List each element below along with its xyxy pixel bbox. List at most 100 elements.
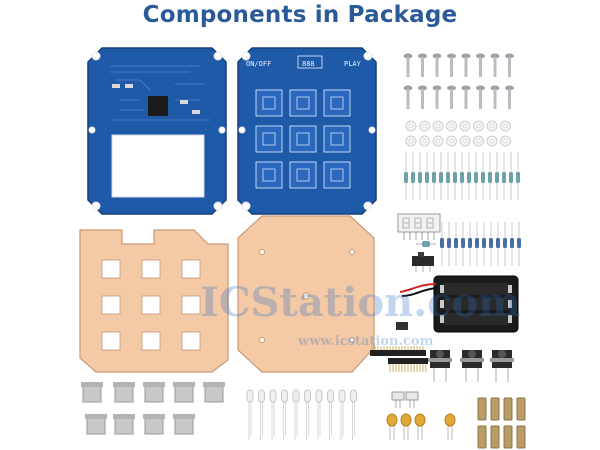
acrylic-hole xyxy=(181,331,201,351)
capacitor xyxy=(414,413,426,427)
resistor xyxy=(482,238,486,248)
acrylic-hole xyxy=(181,295,201,315)
pin-headers xyxy=(370,346,428,372)
resistor xyxy=(467,172,471,183)
resistor xyxy=(496,238,500,248)
standoff xyxy=(516,425,526,449)
pcb-power-label: ON/OFF xyxy=(246,60,271,68)
led xyxy=(338,389,346,403)
resistors-row-1 xyxy=(404,152,520,200)
standoff xyxy=(477,425,487,449)
acrylic-window-holes xyxy=(101,259,201,351)
resistor xyxy=(439,172,443,183)
screw xyxy=(447,53,456,59)
resistor xyxy=(425,172,429,183)
watermark: ICStation.com www.icstation.com xyxy=(200,279,521,349)
keypad-pad xyxy=(255,161,283,189)
resistor xyxy=(461,238,465,248)
resistor xyxy=(509,172,513,183)
acrylic-hole xyxy=(181,259,201,279)
standoff xyxy=(477,397,487,421)
keypad-pad xyxy=(323,125,351,153)
resistor xyxy=(481,172,485,183)
screw xyxy=(461,53,471,59)
capacitor xyxy=(400,413,412,427)
keypad-pad xyxy=(323,161,351,189)
led xyxy=(246,389,254,403)
display-footprint xyxy=(297,55,323,69)
led xyxy=(315,389,323,403)
screw xyxy=(432,85,442,91)
acrylic-hole xyxy=(101,331,121,351)
led xyxy=(350,389,357,403)
keypad-pad xyxy=(255,125,283,153)
standoff xyxy=(503,397,513,421)
slide-switch xyxy=(412,252,434,272)
keypad-pad xyxy=(255,89,283,117)
resistor xyxy=(468,238,472,248)
small-resistor xyxy=(416,241,436,247)
battery-holder xyxy=(399,275,519,333)
screw xyxy=(490,85,500,91)
microcontroller-chip xyxy=(148,96,168,116)
white-leds xyxy=(246,389,357,440)
resistors-row-2 xyxy=(440,222,521,266)
led xyxy=(269,389,277,403)
acrylic-hole xyxy=(141,259,161,279)
resistor xyxy=(510,238,514,248)
resistor xyxy=(418,172,422,183)
pcb-play-label: PLAY xyxy=(344,60,362,68)
resistor xyxy=(503,238,507,248)
resistor xyxy=(502,172,506,183)
screw xyxy=(490,53,500,59)
led xyxy=(292,389,300,403)
screw xyxy=(505,85,514,91)
screw xyxy=(476,85,485,91)
standoff xyxy=(490,425,500,449)
resistor xyxy=(488,172,492,183)
resistor xyxy=(516,172,520,183)
keypad-pad xyxy=(323,89,351,117)
acrylic-hole xyxy=(141,295,161,315)
tactile-push-buttons xyxy=(428,350,514,382)
acrylic-hole xyxy=(101,295,121,315)
resistor xyxy=(404,172,408,183)
resistor xyxy=(440,238,444,248)
standoff xyxy=(503,425,513,449)
resistor xyxy=(411,172,415,183)
capacitor xyxy=(386,413,398,427)
standoff xyxy=(490,397,500,421)
screw xyxy=(432,53,442,59)
acrylic-hole xyxy=(141,331,161,351)
screw xyxy=(447,85,456,91)
resistor xyxy=(474,172,478,183)
keypad-pad xyxy=(289,161,317,189)
resistor xyxy=(447,238,451,248)
keypad-pcb-board: ON/OFF PLAY 888 xyxy=(237,47,377,215)
ceramic-capacitors xyxy=(386,413,456,440)
screw xyxy=(505,53,514,59)
screw xyxy=(403,85,413,91)
screw xyxy=(476,53,485,59)
screw xyxy=(403,53,413,59)
led xyxy=(258,389,265,403)
display-digits-label: 888 xyxy=(302,60,315,68)
standoff xyxy=(516,397,526,421)
led xyxy=(281,389,288,403)
acrylic-plate-back xyxy=(237,215,375,373)
page-title: Components in Package xyxy=(142,2,458,28)
resistor xyxy=(517,238,521,248)
screw xyxy=(418,53,427,59)
small-ic xyxy=(396,322,408,330)
screws xyxy=(403,53,514,109)
screw xyxy=(418,85,427,91)
acrylic-hole xyxy=(101,259,121,279)
resistor xyxy=(446,172,450,183)
keypad-pad xyxy=(289,89,317,117)
resistor xyxy=(432,172,436,183)
resistor xyxy=(453,172,457,183)
resistor xyxy=(460,172,464,183)
washers xyxy=(405,120,511,147)
resistor xyxy=(454,238,458,248)
